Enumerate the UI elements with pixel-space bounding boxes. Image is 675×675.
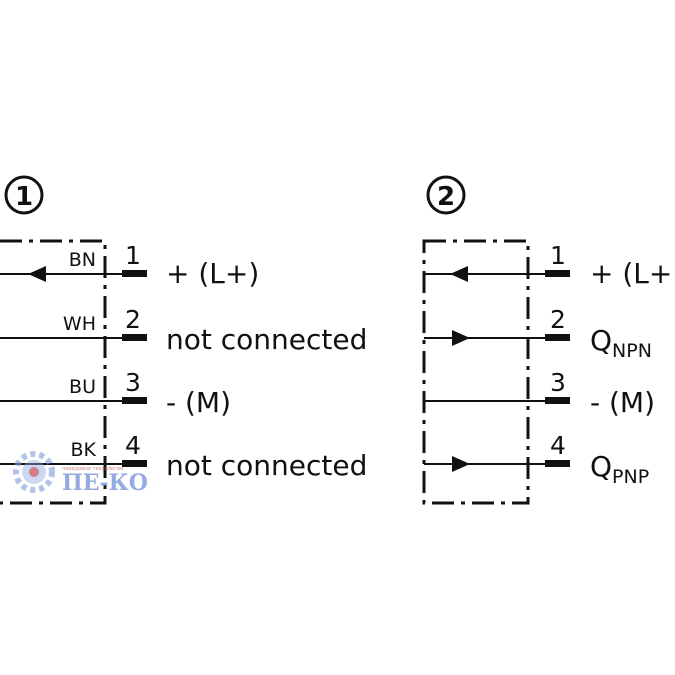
diagram-1: 1 BN 1 + (L+) WH 2 not connected BU 3 - … xyxy=(0,175,367,505)
pin-signal-label: + (L+) xyxy=(166,257,259,290)
pin-terminal xyxy=(545,334,570,341)
diagram-2-pin-2: 2 QNPN xyxy=(424,305,652,362)
pin-terminal xyxy=(122,270,147,277)
pin-number: 2 xyxy=(125,305,141,334)
diagram-2-pin-4: 4 QPNP xyxy=(424,431,649,488)
diagram-2: 2 1 + (L+) 2 QNPN 3 - (M) xyxy=(422,175,675,505)
signal-subscript: PNP xyxy=(612,466,649,488)
diagram-2-pin-3: 3 - (M) xyxy=(424,368,655,419)
pin-terminal xyxy=(545,460,570,467)
pin-terminal xyxy=(545,397,570,404)
wire-color-label: BK xyxy=(71,439,97,461)
watermark-tagline: передовые технологии xyxy=(62,466,123,472)
watermark-logo: передовые технологии ПЕ-КО xyxy=(13,451,148,496)
pin-signal-label: QPNP xyxy=(590,450,649,488)
pin-terminal xyxy=(545,270,570,277)
arrow-right-icon xyxy=(452,330,470,346)
pin-terminal xyxy=(122,397,147,404)
signal-main: Q xyxy=(590,450,612,483)
pin-number: 2 xyxy=(550,305,566,334)
diagram-1-wire-2: WH 2 not connected xyxy=(0,305,367,356)
wire-color-label: BN xyxy=(69,249,96,271)
diagram-1-wire-3: BU 3 - (M) xyxy=(0,368,231,419)
pin-signal-label: not connected xyxy=(166,449,367,482)
pin-signal-label: + (L+) xyxy=(590,257,675,290)
diagram-1-wire-4: BK 4 not connected xyxy=(0,431,367,482)
pin-terminal xyxy=(122,334,147,341)
diagram-2-number-circle xyxy=(426,175,466,215)
pin-signal-label: not connected xyxy=(166,323,367,356)
diagram-1-housing xyxy=(0,239,107,505)
diagram-2-pin-1: 1 + (L+) xyxy=(424,241,675,290)
pin-number: 1 xyxy=(125,241,141,270)
diagram-1-wire-1: BN 1 + (L+) xyxy=(0,241,259,290)
pin-number: 1 xyxy=(550,241,566,270)
pin-number: 4 xyxy=(550,431,566,460)
arrow-left-icon xyxy=(28,266,46,282)
pin-number: 4 xyxy=(125,431,141,460)
wire-color-label: BU xyxy=(69,376,96,398)
pin-terminal xyxy=(122,460,147,467)
wire-color-label: WH xyxy=(63,313,96,335)
arrow-left-icon xyxy=(450,266,468,282)
gear-icon xyxy=(13,451,55,493)
diagram-2-number: 2 xyxy=(437,182,455,212)
diagram-1-number: 1 xyxy=(15,182,33,212)
signal-subscript: NPN xyxy=(612,340,652,362)
pin-signal-label: QNPN xyxy=(590,324,652,362)
diagram-1-number-circle xyxy=(4,175,44,215)
arrow-right-icon xyxy=(452,456,470,472)
signal-main: Q xyxy=(590,324,612,357)
diagram-2-housing xyxy=(422,239,530,505)
pin-signal-label: - (M) xyxy=(590,386,655,419)
pin-signal-label: - (M) xyxy=(166,386,231,419)
pin-number: 3 xyxy=(550,368,566,397)
pin-number: 3 xyxy=(125,368,141,397)
watermark-text: ПЕ-КО xyxy=(62,470,148,496)
